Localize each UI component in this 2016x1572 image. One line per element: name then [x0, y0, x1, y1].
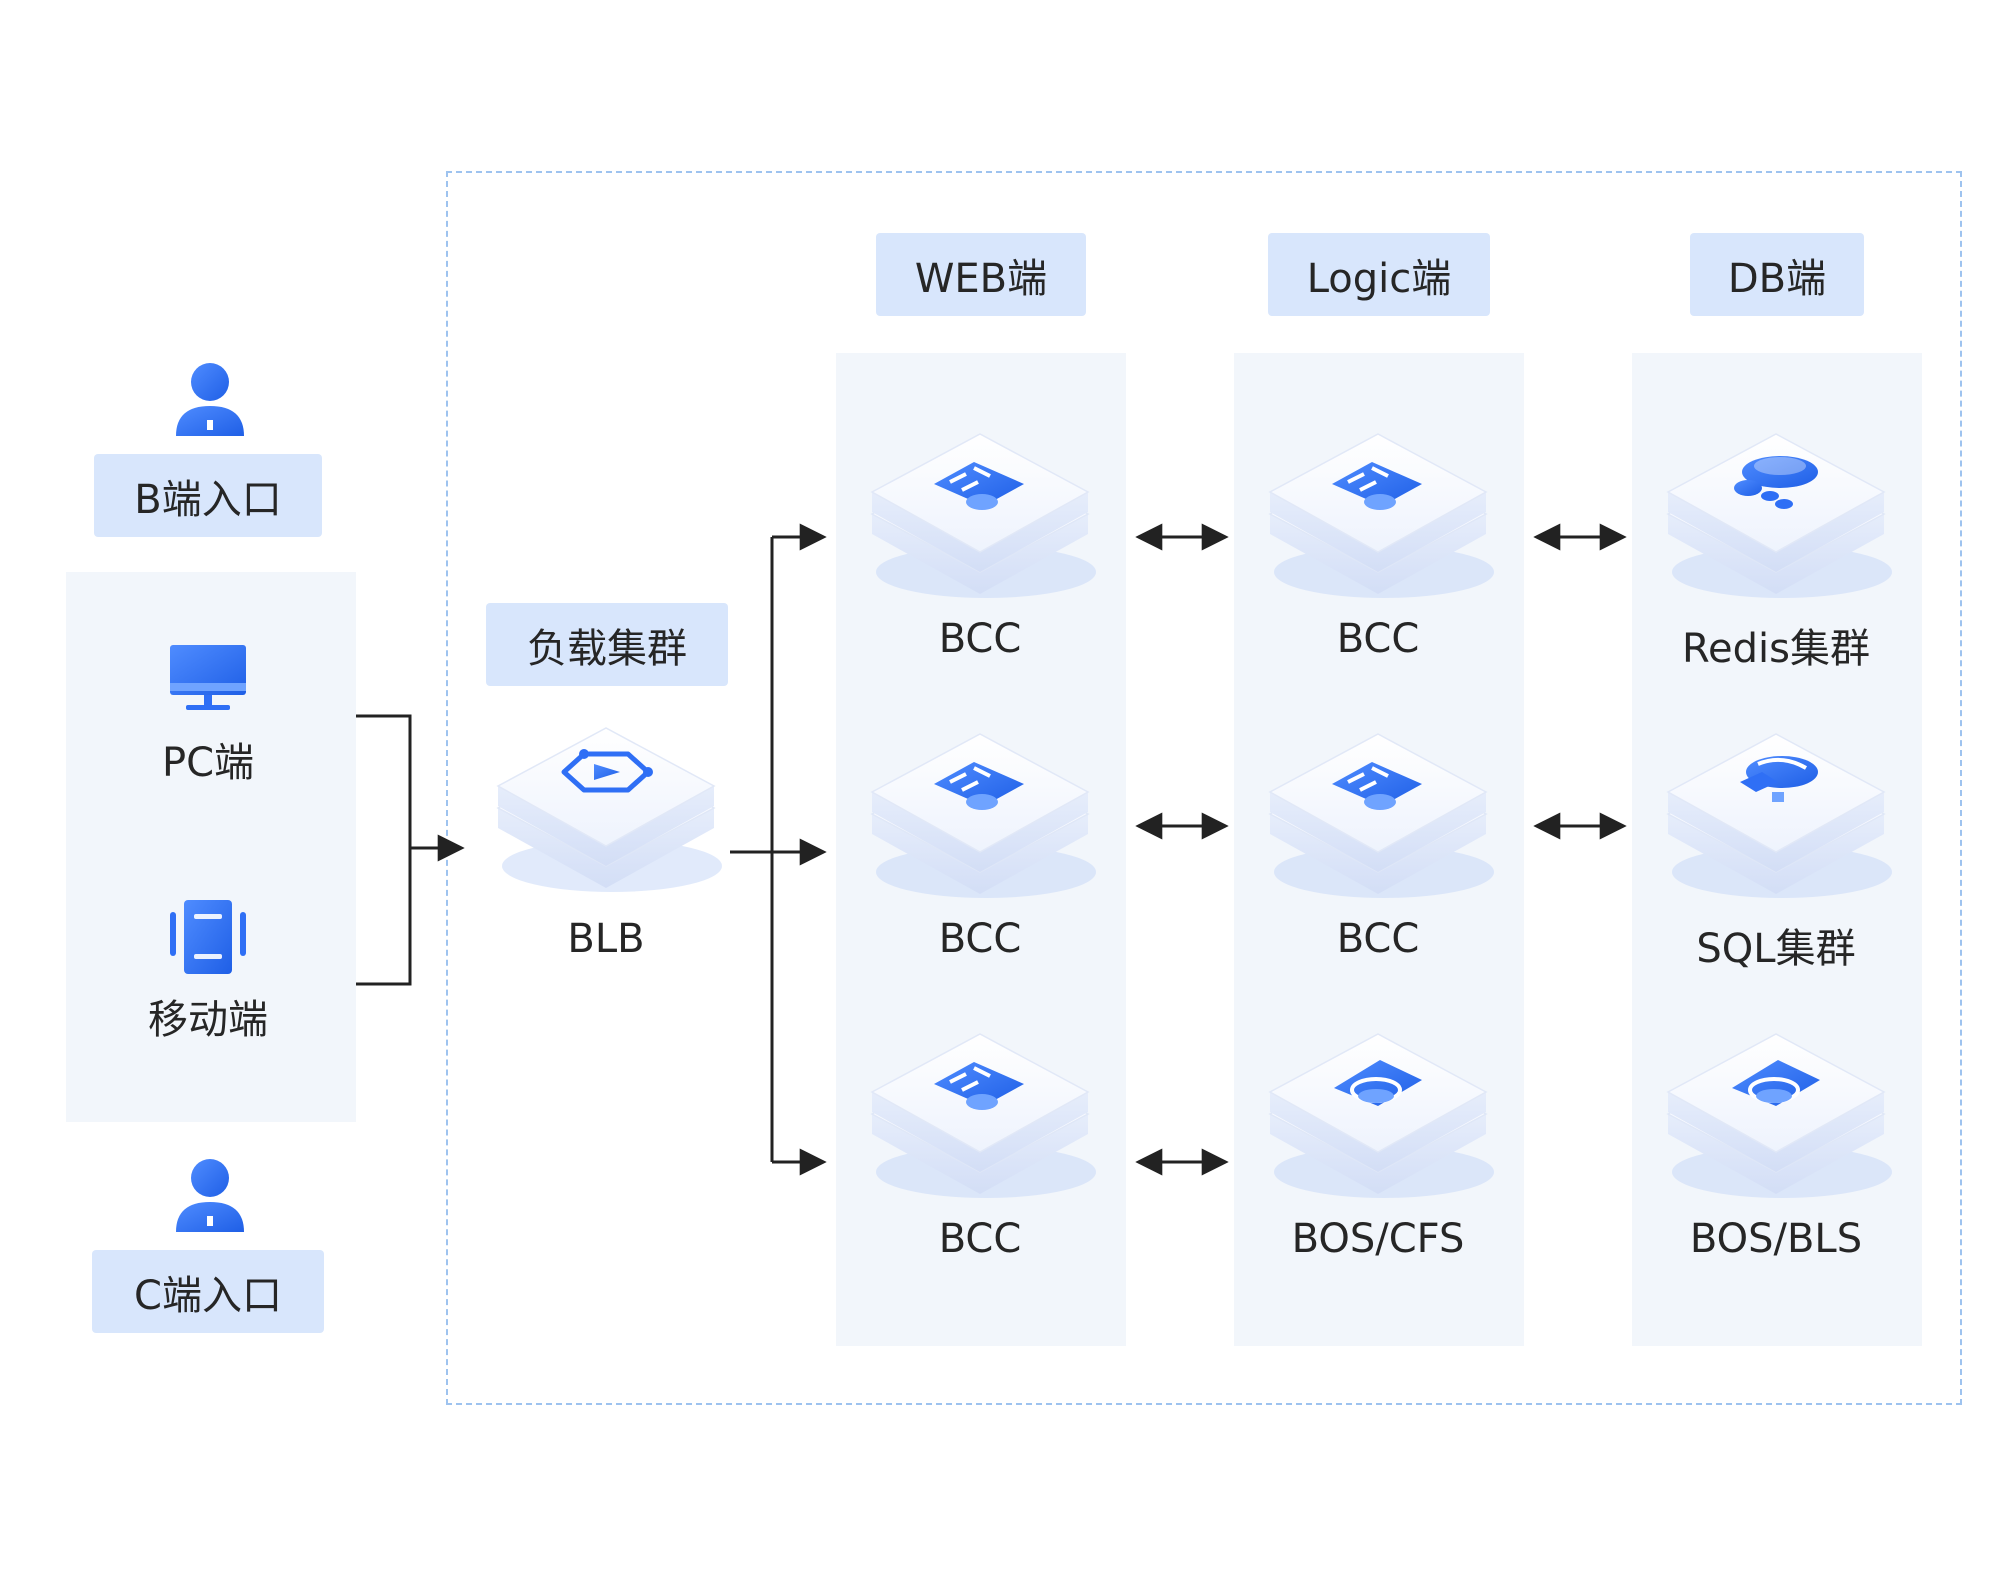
pc-connector [356, 714, 412, 848]
server-icon [871, 1033, 1097, 1199]
user-icon [176, 1159, 244, 1232]
web-node-3-label: BCC [938, 1216, 1022, 1262]
web-tier-tag: WEB端 [876, 233, 1086, 316]
redis-icon [1667, 433, 1893, 599]
logic-tier-tag: Logic端 [1268, 233, 1490, 316]
monitor-icon [170, 645, 246, 710]
logic-node-2-label: BCC [1336, 916, 1420, 962]
server-icon [1269, 433, 1495, 599]
db-node-3-label: BOS/BLS [1689, 1216, 1863, 1262]
logic-node-1-label: BCC [1336, 616, 1420, 662]
web-node-2-label: BCC [938, 916, 1022, 962]
b-entry-tag: B端入口 [94, 454, 322, 537]
database-icon [1667, 733, 1893, 899]
db-tier-tag: DB端 [1690, 233, 1864, 316]
blb-label: BLB [567, 916, 645, 962]
load-balancer-tag: 负载集群 [486, 603, 728, 686]
object-storage-icon [1269, 1033, 1495, 1199]
object-storage-icon [1667, 1033, 1893, 1199]
mobile-icon [170, 900, 246, 974]
server-icon [1269, 733, 1495, 899]
mobile-connector [356, 848, 412, 986]
mobile-label: 移动端 [148, 997, 268, 1043]
user-icon [176, 363, 244, 436]
db-node-1-label: Redis集群 [1682, 626, 1870, 672]
system-boundary [446, 171, 1962, 1405]
db-node-2-label: SQL集群 [1696, 926, 1856, 972]
server-icon [871, 733, 1097, 899]
web-node-1-label: BCC [938, 616, 1022, 662]
pc-label: PC端 [161, 740, 255, 786]
load-balancer-icon [497, 727, 723, 893]
logic-node-3-label: BOS/CFS [1291, 1216, 1465, 1262]
c-entry-tag: C端入口 [92, 1250, 324, 1333]
server-icon [871, 433, 1097, 599]
